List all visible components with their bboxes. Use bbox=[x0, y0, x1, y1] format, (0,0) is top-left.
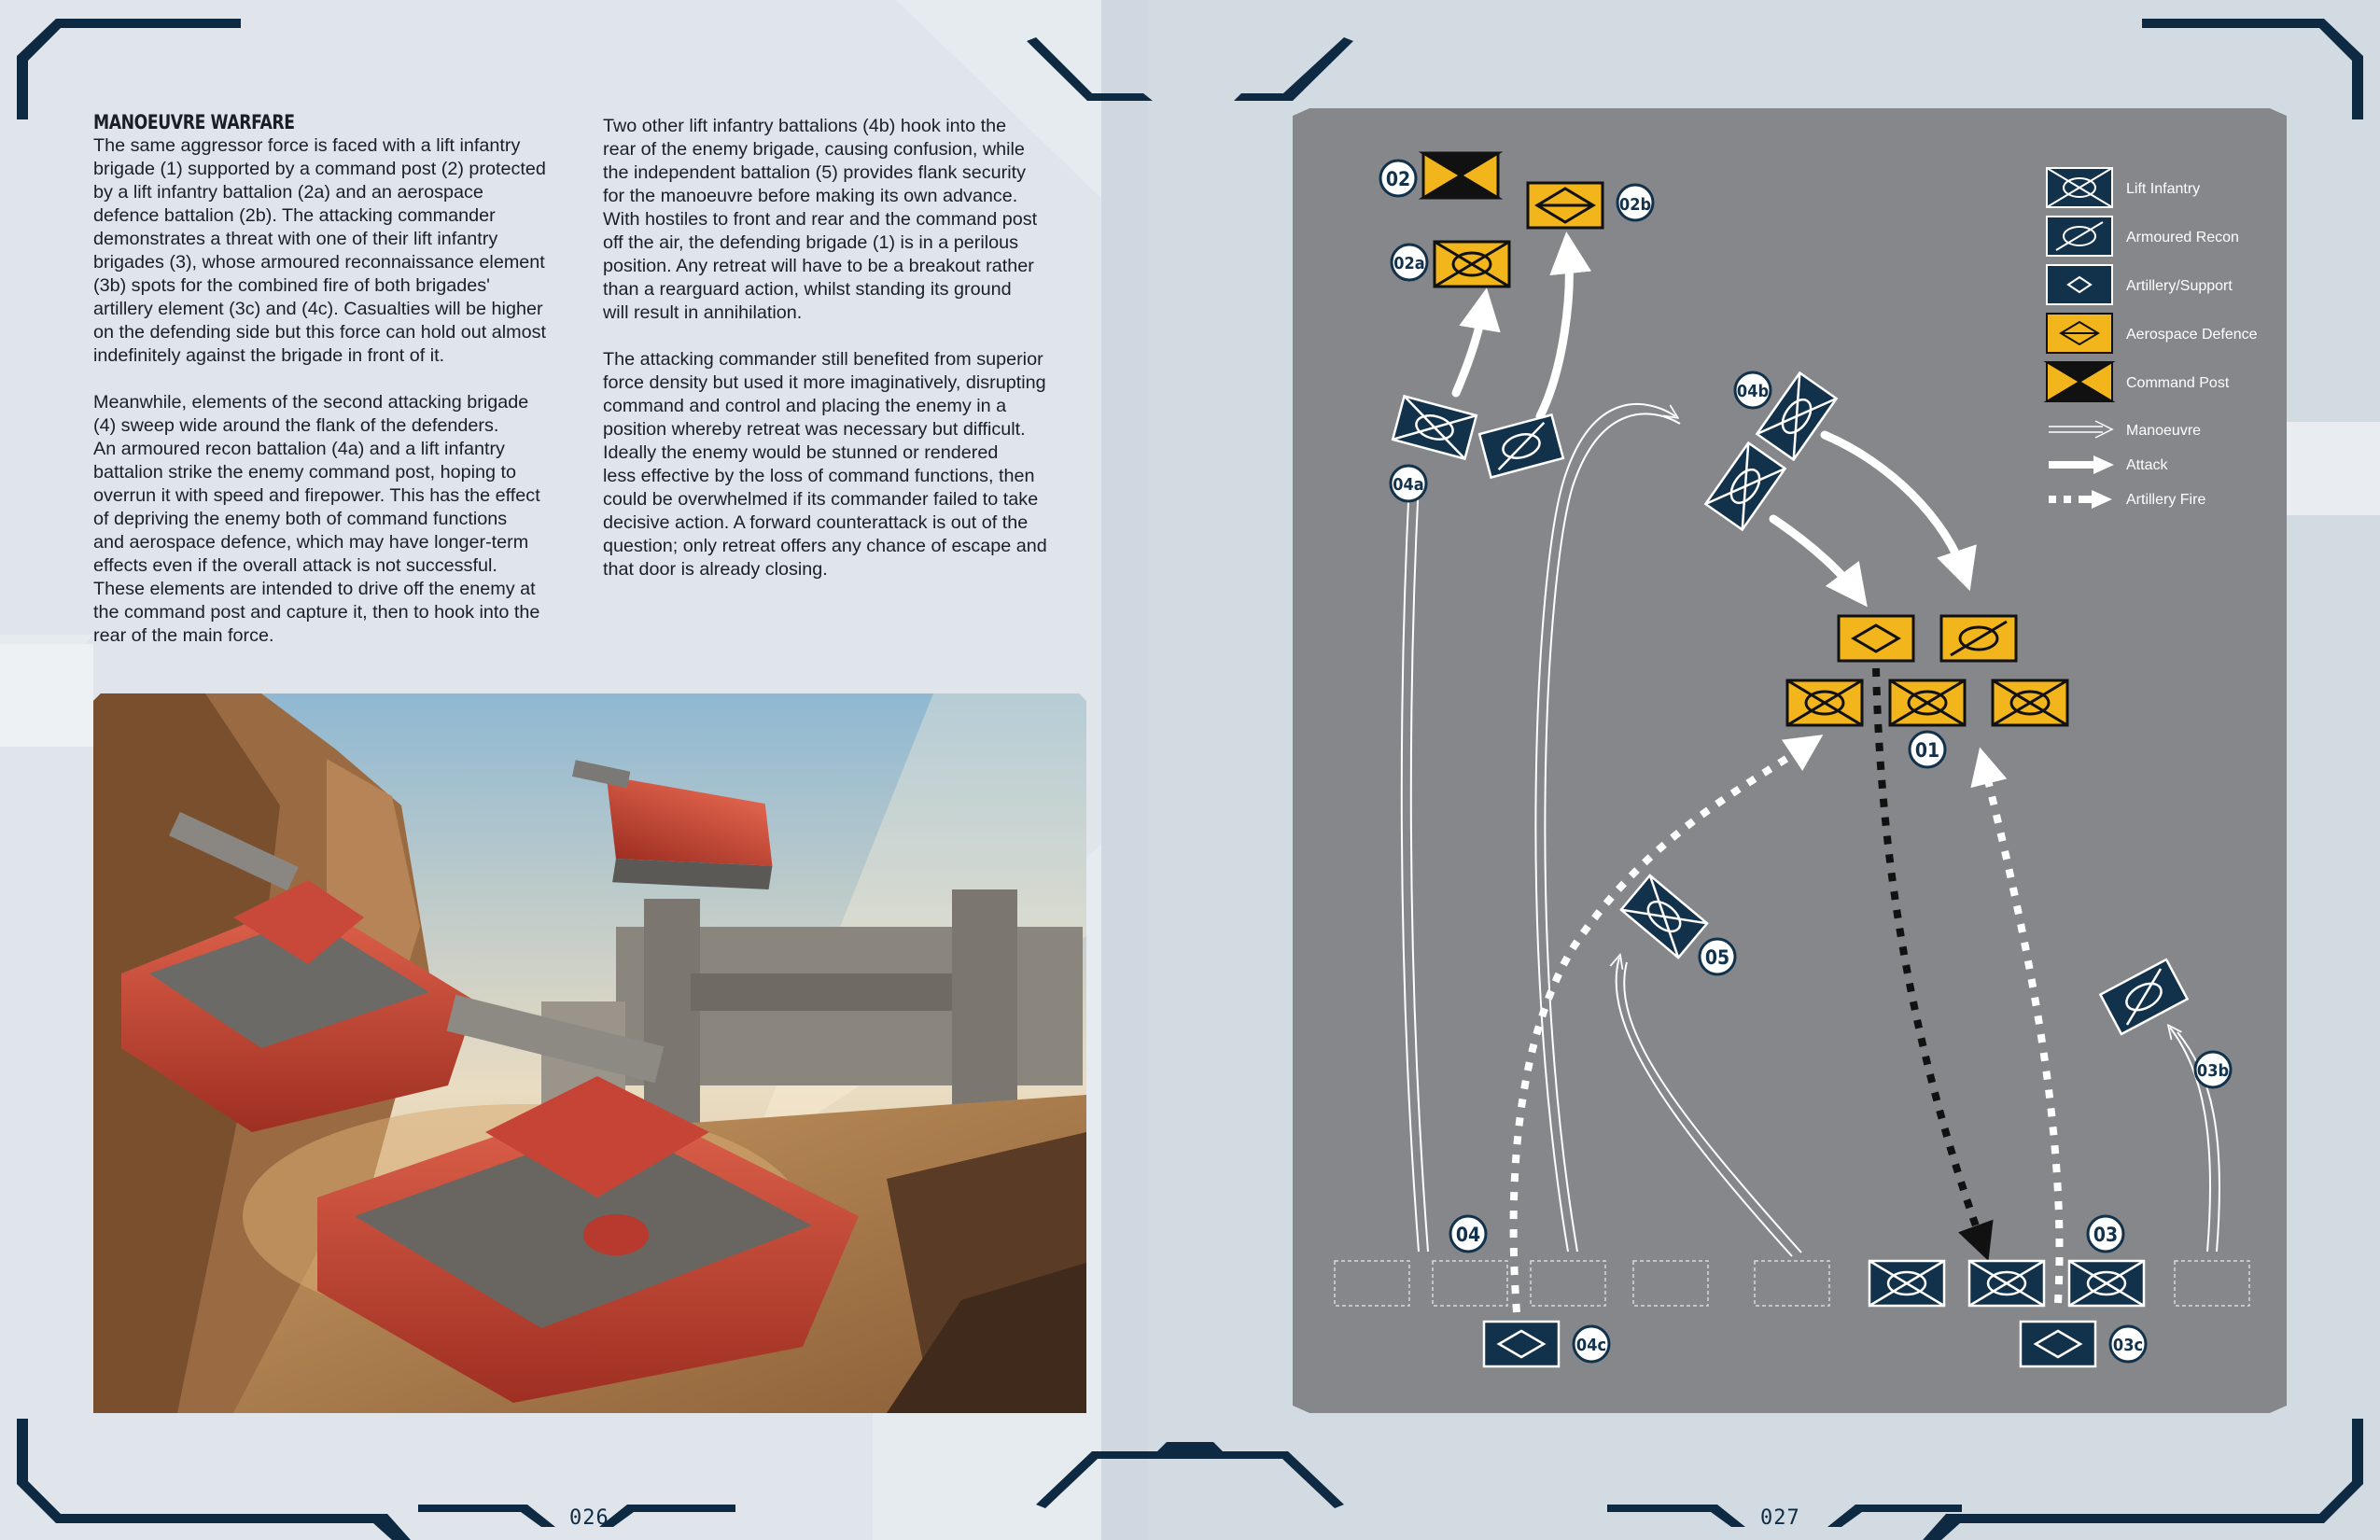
map-legend: Lift Infantry Armoured Recon Artillery/S… bbox=[2043, 167, 2258, 509]
defender-units bbox=[1418, 151, 2069, 727]
svg-text:04: 04 bbox=[1456, 1224, 1480, 1246]
lift-infantry-unit-04b-south bbox=[1703, 441, 1787, 532]
page-number-right: 027 bbox=[1760, 1506, 1800, 1530]
artillery-unit-04c bbox=[1482, 1320, 1561, 1368]
top-center-notch bbox=[1027, 37, 1353, 101]
svg-text:03b: 03b bbox=[2197, 1061, 2229, 1081]
svg-text:05: 05 bbox=[1705, 946, 1729, 969]
lift-infantry-unit-03a bbox=[1868, 1259, 1946, 1308]
unit-label-04: 04 bbox=[1449, 1214, 1488, 1253]
lift-infantry-unit-05 bbox=[1619, 874, 1709, 959]
unit-label-04a: 04a bbox=[1389, 464, 1428, 503]
svg-text:03: 03 bbox=[2093, 1224, 2118, 1246]
recon-unit-03b bbox=[2098, 958, 2190, 1036]
artillery-unit-01 bbox=[1837, 614, 1915, 663]
svg-text:04c: 04c bbox=[1576, 1336, 1606, 1355]
unit-label-05: 05 bbox=[1698, 937, 1737, 976]
attack-arrows bbox=[1451, 231, 1977, 608]
hover-tank-front bbox=[317, 994, 859, 1403]
page-number-left: 026 bbox=[569, 1506, 609, 1530]
unit-label-03: 03 bbox=[2086, 1214, 2125, 1253]
paragraph: The attacking commander still benefited … bbox=[603, 349, 1047, 580]
lift-infantry-unit-01c bbox=[1991, 679, 2069, 727]
legend-label: Aerospace Defence bbox=[2126, 327, 2258, 343]
unit-label-02b: 02b bbox=[1616, 183, 1655, 222]
lift-infantry-unit-04b-north bbox=[1755, 371, 1839, 462]
unit-label-03c: 03c bbox=[2108, 1324, 2148, 1364]
lift-infantry-unit-03c bbox=[2067, 1259, 2146, 1308]
svg-text:02a: 02a bbox=[1393, 254, 1424, 273]
hover-tank-artwork bbox=[93, 693, 1086, 1413]
recon-unit-04a bbox=[1477, 413, 1565, 480]
aerospace-defence-icon bbox=[2046, 313, 2113, 354]
unit-label-04b: 04b bbox=[1733, 371, 1772, 410]
artillery-unit-03c bbox=[2019, 1320, 2097, 1368]
legend-label: Attack bbox=[2126, 457, 2168, 473]
lift-infantry-unit-03b bbox=[1967, 1259, 2046, 1308]
lift-infantry-unit-01b bbox=[1888, 679, 1967, 727]
artillery-fire-arrow-black bbox=[1872, 667, 1994, 1262]
legend-label: Command Post bbox=[2126, 375, 2230, 391]
corner-bracket-bottom-left bbox=[17, 1419, 411, 1540]
legend-label: Armoured Recon bbox=[2126, 230, 2239, 245]
legend-label: Manoeuvre bbox=[2126, 423, 2201, 439]
unit-label-04c: 04c bbox=[1572, 1324, 1611, 1364]
unit-label-02: 02 bbox=[1379, 159, 1418, 198]
bottom-center-notch bbox=[1036, 1442, 1344, 1508]
body-text-right-column: Two other lift infantry battalions (4b) … bbox=[603, 115, 1088, 581]
lift-infantry-icon bbox=[2046, 167, 2113, 208]
section-heading: MANOEUVRE WARFARE bbox=[93, 111, 295, 133]
lift-infantry-unit-02a bbox=[1433, 240, 1511, 288]
attacker-units bbox=[1391, 371, 2190, 1368]
body-text-left-column: MANOEUVRE WARFARE The same aggressor for… bbox=[93, 111, 579, 648]
artillery-fire-arrows bbox=[1509, 735, 2064, 1313]
lift-infantry-unit-04a bbox=[1391, 394, 1478, 461]
unit-label-01: 01 bbox=[1908, 730, 1947, 769]
artillery-support-icon bbox=[2046, 264, 2113, 305]
legend-label: Lift Infantry bbox=[2126, 181, 2200, 197]
page-number-bracket-right bbox=[1607, 1505, 1962, 1527]
svg-text:03c: 03c bbox=[2113, 1336, 2143, 1355]
svg-text:04a: 04a bbox=[1393, 475, 1423, 495]
hover-tank-left bbox=[121, 811, 476, 1132]
flying-tank bbox=[571, 760, 773, 889]
legend-label: Artillery/Support bbox=[2126, 278, 2233, 294]
paragraph: The same aggressor force is faced with a… bbox=[93, 135, 546, 366]
svg-text:01: 01 bbox=[1915, 739, 1939, 762]
corner-bracket-top-left bbox=[17, 19, 241, 119]
unit-label-02a: 02a bbox=[1390, 243, 1429, 282]
aerospace-defence-unit-02b bbox=[1526, 181, 1604, 230]
attack-arrow-icon bbox=[2049, 455, 2114, 474]
left-edge-tab bbox=[0, 644, 93, 747]
command-post-unit-02 bbox=[1418, 151, 1504, 200]
page-number-bracket-left bbox=[418, 1505, 735, 1527]
corner-bracket-bottom-right bbox=[1923, 1419, 2363, 1540]
armoured-recon-icon bbox=[2046, 216, 2113, 257]
paragraph: Meanwhile, elements of the second attack… bbox=[93, 392, 540, 646]
paragraph: Two other lift infantry battalions (4b) … bbox=[603, 116, 1038, 323]
tactical-map-diagram: 02 02b 02a 04a 04b 01 05 03b 04 03 04c 0… bbox=[1293, 108, 2287, 1413]
lift-infantry-unit-01a bbox=[1785, 679, 1864, 727]
command-post-icon bbox=[2043, 361, 2116, 402]
svg-text:02: 02 bbox=[1386, 168, 1410, 190]
unit-label-03b: 03b bbox=[2193, 1050, 2233, 1089]
legend-label: Artillery Fire bbox=[2126, 492, 2205, 508]
recon-unit-01 bbox=[1939, 614, 2018, 663]
manoeuvre-arrows bbox=[1400, 403, 2221, 1257]
artillery-fire-arrow-icon bbox=[2049, 490, 2112, 509]
manoeuvre-arrow-icon bbox=[2049, 420, 2114, 439]
map-ground bbox=[1293, 108, 2287, 1413]
unit-badges: 02 02b 02a 04a 04b 01 05 03b 04 03 04c 0… bbox=[1379, 159, 2233, 1364]
svg-text:04b: 04b bbox=[1737, 382, 1769, 401]
svg-text:02b: 02b bbox=[1619, 195, 1651, 215]
right-edge-tab bbox=[2287, 422, 2380, 515]
ghost-positions bbox=[1334, 1260, 2250, 1307]
